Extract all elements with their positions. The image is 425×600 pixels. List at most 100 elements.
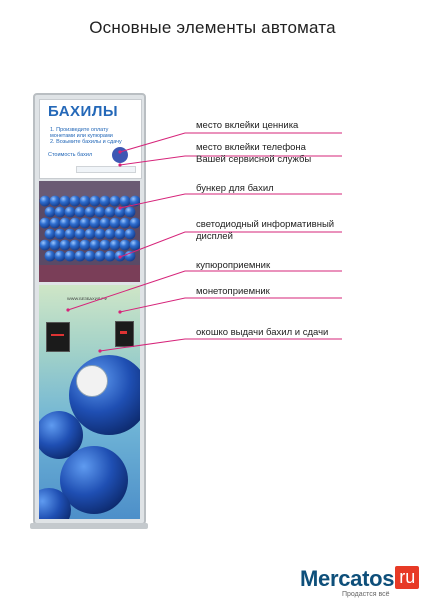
hopper-ball [109, 195, 121, 207]
hopper-ball [59, 195, 71, 207]
hopper-ball [99, 239, 111, 251]
callout-led-display-line2: дисплей [196, 231, 233, 242]
hopper-ball [44, 250, 56, 262]
hopper-ball [99, 195, 111, 207]
hopper-ball [104, 250, 116, 262]
hopper-ball [94, 206, 106, 218]
hopper-ball [124, 228, 136, 240]
callout-dot-display [118, 255, 122, 259]
hopper-ball [89, 239, 101, 251]
callout-line-hopper [119, 193, 342, 209]
hopper-ball [129, 217, 140, 229]
price-label: Стоимость бахил [48, 152, 93, 158]
machine-foot [30, 523, 148, 529]
hopper-ball [99, 217, 111, 229]
callout-coin-acceptor: монетоприемник [196, 286, 270, 297]
hopper-ball [54, 206, 66, 218]
callout-dispense-window: окошко выдачи бахил и сдачи [196, 327, 329, 338]
hopper-ball [69, 239, 81, 251]
callout-line-price [119, 132, 342, 153]
bill-acceptor [46, 322, 70, 352]
machine-brand: БАХИЛЫ [48, 103, 119, 120]
phone-sticker-spot [76, 166, 136, 173]
hopper-ball [69, 195, 81, 207]
hopper-ball [124, 250, 136, 262]
coin-acceptor [115, 321, 134, 347]
hopper-ball [49, 217, 61, 229]
hopper-ball [64, 228, 76, 240]
hopper-ball [129, 239, 140, 251]
callout-line-bill [67, 270, 342, 311]
hopper-ball [49, 195, 61, 207]
callout-dot-coin [118, 310, 122, 314]
hopper-ball [89, 195, 101, 207]
watermark-name: Mercatos [300, 566, 395, 591]
hopper-ball [114, 228, 126, 240]
callout-bill-acceptor: купюроприемник [196, 260, 271, 271]
hopper-ball [49, 239, 61, 251]
machine-url: WWW.БЕЗБАХИЛ.РФ [67, 296, 107, 301]
callout-hopper: бункер для бахил [196, 183, 274, 194]
hopper-ball [84, 250, 96, 262]
callout-dot-window [98, 349, 102, 353]
callout-line-coin [119, 297, 342, 313]
hopper-ball [69, 217, 81, 229]
hopper-ball [79, 195, 91, 207]
hopper-ball [74, 206, 86, 218]
vending-machine: БАХИЛЫ 1. Произведите оплату монетами ил… [33, 93, 146, 525]
hopper-ball [104, 206, 116, 218]
hopper-ball [84, 228, 96, 240]
hopper-ball [64, 250, 76, 262]
page-title: Основные элементы автомата [89, 18, 336, 37]
callout-phone-sticker-line1: место вклейки телефона [196, 142, 306, 153]
hopper-ball [109, 239, 121, 251]
callout-dot-phone [118, 163, 122, 167]
hopper-ball [54, 228, 66, 240]
hopper-ball [114, 206, 126, 218]
machine-instruction-2: монетами или купюрами [50, 133, 113, 139]
led-display [39, 265, 140, 282]
callout-price-sticker: место вклейки ценника [196, 120, 299, 131]
hopper-ball [79, 217, 91, 229]
hopper-ball [94, 250, 106, 262]
hopper-ball [54, 250, 66, 262]
callout-line-display [119, 231, 342, 258]
machine-top-panel: БАХИЛЫ 1. Произведите оплату монетами ил… [39, 99, 142, 179]
hopper-ball [79, 239, 91, 251]
hopper-balls [39, 181, 140, 262]
callout-dot-price [118, 150, 122, 154]
callout-dot-hopper [118, 206, 122, 210]
hopper-ball [124, 206, 136, 218]
hopper-ball [39, 217, 51, 229]
hopper-ball [44, 228, 56, 240]
hopper-ball [119, 195, 131, 207]
hopper-ball [89, 217, 101, 229]
callout-phone-sticker-line2: Вашей сервисной службы [196, 154, 312, 165]
machine-bottom-panel: WWW.БЕЗБАХИЛ.РФ [39, 285, 140, 519]
bill-slot [51, 334, 64, 336]
hopper-ball [94, 228, 106, 240]
hopper-ball [119, 239, 131, 251]
hopper-ball [129, 195, 140, 207]
hopper-ball [119, 217, 131, 229]
machine-instruction-1: 1. Произведите оплату [50, 127, 109, 133]
shoe-cover-hopper [39, 181, 140, 265]
watermark-tagline: Продастся всё [342, 591, 390, 598]
hopper-ball [74, 250, 86, 262]
hopper-ball [84, 206, 96, 218]
dispense-window [76, 365, 108, 397]
hopper-ball [64, 206, 76, 218]
watermark-tld: ru [395, 566, 420, 589]
callout-line-window [99, 338, 342, 352]
hopper-ball [104, 228, 116, 240]
hopper-ball [39, 239, 51, 251]
callout-line-phone [119, 155, 342, 166]
hopper-ball [44, 206, 56, 218]
hopper-ball [74, 228, 86, 240]
callout-dot-bill [66, 308, 70, 312]
hopper-ball [59, 239, 71, 251]
hopper-ball [109, 217, 121, 229]
machine-instruction-3: 2. Возьмите бахилы и сдачу [50, 139, 122, 145]
